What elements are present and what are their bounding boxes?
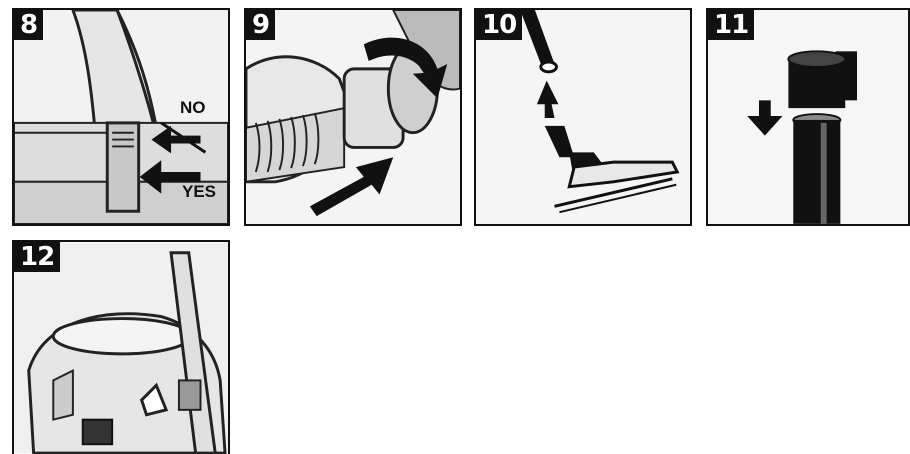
- step-12-panel: 12: [12, 240, 230, 454]
- step-number: 8: [14, 10, 43, 40]
- step-11-panel: 11: [706, 8, 910, 226]
- step-number: 12: [14, 242, 60, 272]
- step-11-illustration: [708, 10, 908, 224]
- step-9-illustration: [246, 10, 460, 224]
- step-8-panel: 8 NO YES: [12, 8, 230, 226]
- step-9-panel: 9: [244, 8, 462, 226]
- step-number: 10: [476, 10, 522, 40]
- step-number: 9: [246, 10, 275, 40]
- yes-label: YES: [182, 182, 216, 202]
- step-number: 11: [708, 10, 754, 40]
- step-12-illustration: [14, 242, 228, 454]
- step-10-illustration: [476, 10, 690, 224]
- step-10-panel: 10: [474, 8, 692, 226]
- no-label: NO: [180, 98, 206, 118]
